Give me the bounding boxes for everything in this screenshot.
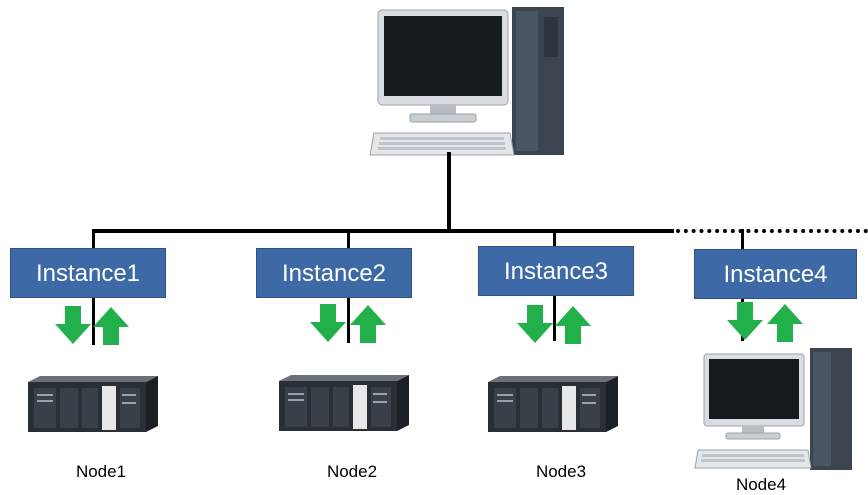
up-arrow-icon [93, 307, 129, 345]
instance-box-3: Instance3 [478, 246, 634, 296]
node-label-4: Node4 [735, 475, 787, 494]
down-arrow-icon [727, 302, 763, 340]
node-label-2: Node2 [326, 462, 378, 481]
up-arrow-icon [555, 306, 591, 344]
instance-box-4: Instance4 [694, 249, 857, 299]
down-arrow-icon [517, 305, 553, 343]
trunk-line [447, 152, 451, 231]
host-computer-icon [369, 7, 564, 156]
node4-computer-icon [694, 348, 852, 470]
instance-box-1: Instance1 [10, 248, 166, 298]
plc-controller-icon [488, 376, 618, 432]
down-arrow-icon [310, 304, 346, 342]
up-arrow-icon [350, 305, 386, 343]
up-arrow-icon [767, 304, 803, 342]
plc-controller-icon [279, 375, 409, 431]
node-label-1: Node1 [75, 462, 127, 481]
network-bus [92, 229, 674, 233]
node-label-3: Node3 [535, 462, 587, 481]
down-arrow-icon [55, 306, 91, 344]
plc-controller-icon [28, 376, 158, 432]
instance-box-2: Instance2 [256, 248, 412, 298]
network-bus-extension [676, 229, 868, 233]
